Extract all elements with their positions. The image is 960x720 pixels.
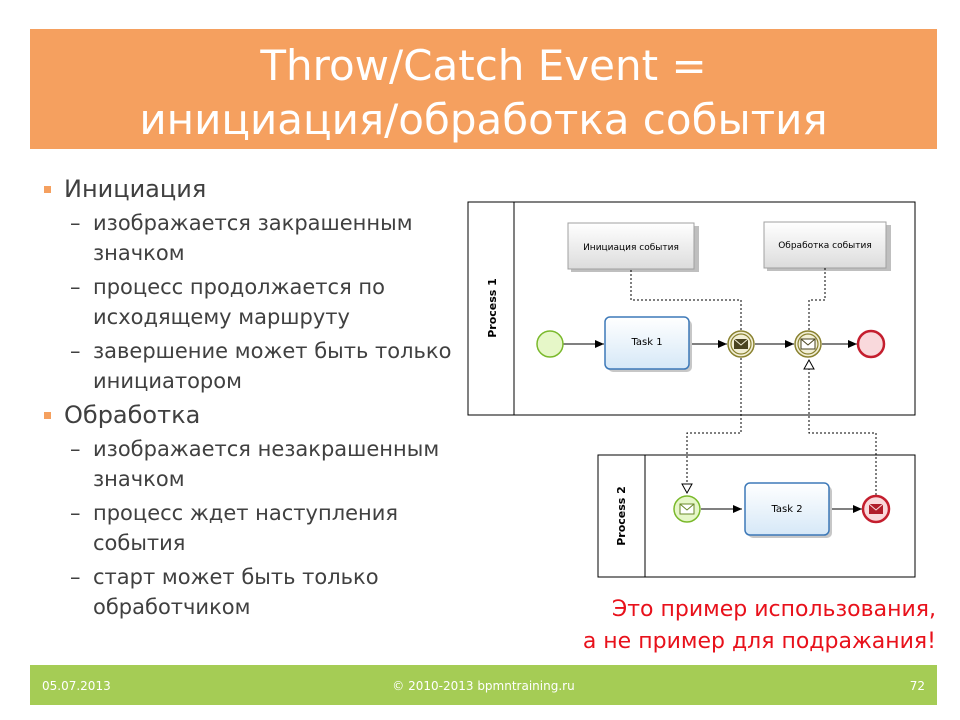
disclaimer-line-1: Это пример использования, [611,597,936,622]
bullet-item: –изображается незакрашенным значком [40,434,470,494]
annotation-throw-box [567,222,695,270]
bullet-heading-text: Обработка [64,401,201,429]
task-2: Task 2 [744,482,832,538]
dash-icon: – [70,275,81,299]
task-1-label: Task 1 [630,337,662,348]
association-catch [808,268,826,330]
footer-band: 05.07.2013 © 2010-2013 bpmntraining.ru 7… [30,665,937,705]
filled-envelope-flap [868,503,884,511]
message-flow-throw-to-start2 [681,358,742,495]
bullet-square-icon [44,412,51,419]
dash-icon: – [70,339,81,363]
bullet-item-text: изображается незакрашенным значком [93,437,440,491]
bullet-item: –завершение может быть только инициаторо… [40,336,470,396]
annotation-catch-text: Обработка события [778,241,872,251]
envelope-flap [679,503,695,511]
bullet-item: –процесс ждет наступления события [40,498,470,558]
bullet-item-text: изображается закрашенным значком [93,211,413,265]
message-end-event [861,494,891,524]
footer-date: 05.07.2013 [42,679,111,693]
footer-page-number: 72 [909,679,925,693]
intermediate-catch-message-event [794,330,822,358]
task-2-label: Task 2 [770,504,802,515]
footer-copyright: © 2010-2013 bpmntraining.ru [392,679,575,693]
slide-title-line-2: инициация/обработка события [139,95,828,144]
bullet-item: –старт может быть только обработчиком [40,562,470,622]
title-band: Throw/Catch Event = инициация/обработка … [30,29,937,149]
bullet-item: –изображается закрашенным значком [40,208,470,268]
bullet-heading-handling: Обработка [40,400,470,430]
slide-title-line-1: Throw/Catch Event = [260,41,707,90]
intermediate-throw-message-event [727,330,755,358]
envelope-icon [679,503,695,515]
bullet-item: –процесс продолжается по исходящему марш… [40,272,470,332]
bullet-item-text: процесс ждет наступления события [93,501,399,555]
annotation-catch: Обработка события [763,221,891,271]
dash-icon: – [70,501,81,525]
catch-event-inner-ring [797,333,819,355]
bullet-heading-initiation: Инициация [40,174,470,204]
pool-1-label: Process 1 [486,278,499,338]
association-throw [630,270,742,330]
annotation-catch-box [763,221,887,269]
empty-envelope-icon [800,338,816,350]
start-event-icon [536,330,564,358]
filled-envelope-flap [733,338,749,346]
dash-icon: – [70,565,81,589]
filled-envelope-icon [734,339,748,349]
bullet-item-text: старт может быть только обработчиком [93,565,379,619]
message-start-event [673,495,701,523]
empty-envelope-flap [800,338,816,346]
pool-2-label: Process 2 [615,486,628,546]
message-flow-end2-to-catch [803,358,877,495]
filled-envelope-icon [869,504,883,514]
bullet-item-text: завершение может быть только инициатором [93,339,452,393]
bullet-heading-text: Инициация [64,175,207,203]
end-event-icon [856,329,886,359]
annotation-throw: Инициация события [567,222,699,272]
throw-event-inner-ring [730,333,752,355]
disclaimer-line-2: а не пример для подражания! [582,629,936,654]
task-2-box [744,482,830,536]
dash-icon: – [70,211,81,235]
bullet-list: Инициация –изображается закрашенным знач… [40,170,470,626]
task-1-box [604,316,690,370]
dash-icon: – [70,437,81,461]
bullet-item-text: процесс продолжается по исходящему маршр… [93,275,385,329]
annotation-throw-text: Инициация события [583,243,679,253]
task-1: Task 1 [604,316,692,372]
disclaimer-note: Это пример использования, а не пример дл… [440,594,936,658]
bullet-square-icon [44,186,51,193]
